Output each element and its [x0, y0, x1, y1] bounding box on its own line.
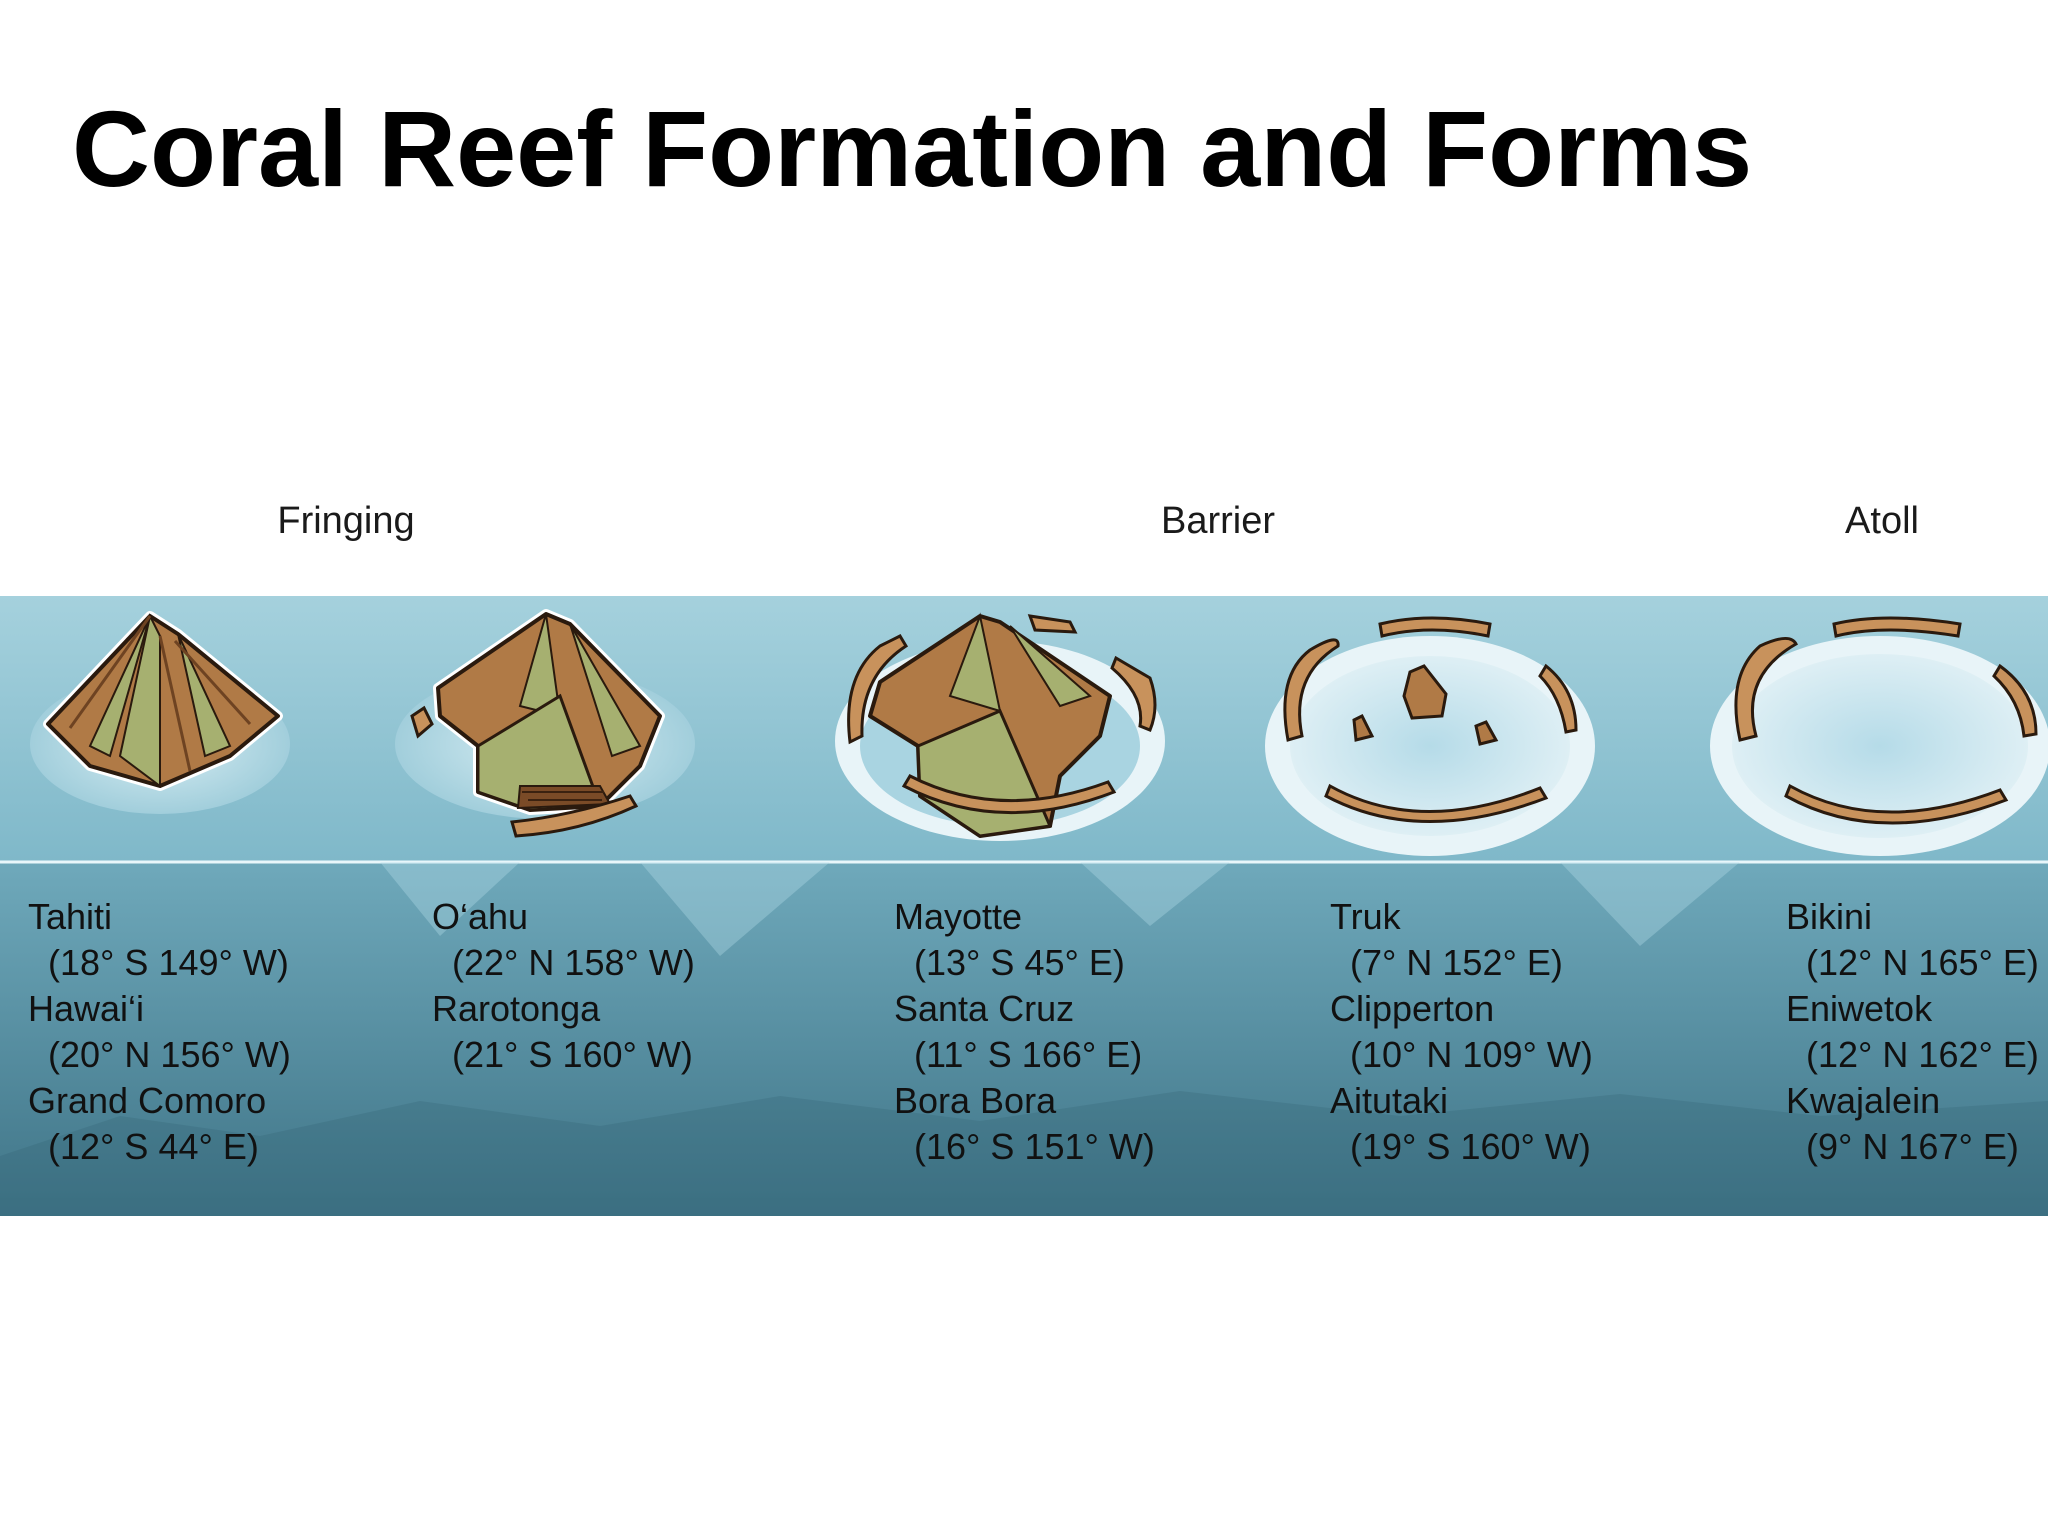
place-name: Mayotte [894, 896, 1023, 937]
barrier-reef-island-2 [1265, 616, 1595, 856]
examples-column-fringing-2: O‘ahu (22° N 158° W) Rarotonga (21° S 16… [432, 894, 695, 1078]
place-coordinates: (13° S 45° E) [914, 942, 1125, 983]
place-name: Bikini [1786, 896, 1873, 937]
place-name: Bora Bora [894, 1080, 1057, 1121]
example-item: Bora Bora (16° S 151° W) [894, 1078, 1155, 1170]
place-coordinates: (21° S 160° W) [452, 1034, 693, 1075]
place-name: Grand Comoro [28, 1080, 267, 1121]
place-coordinates: (16° S 151° W) [914, 1126, 1155, 1167]
fringing-reef-island-1 [30, 611, 290, 814]
category-label-atoll: Atoll [1845, 500, 1919, 542]
example-item: O‘ahu (22° N 158° W) [432, 894, 695, 986]
example-item: Grand Comoro (12° S 44° E) [28, 1078, 291, 1170]
fringing-reef-island-2 [395, 609, 695, 838]
example-item: Truk (7° N 152° E) [1330, 894, 1593, 986]
place-name: Clipperton [1330, 988, 1495, 1029]
example-item: Mayotte (13° S 45° E) [894, 894, 1155, 986]
sea-cross-section [0, 862, 2048, 1216]
place-coordinates: (7° N 152° E) [1350, 942, 1563, 983]
example-item: Tahiti (18° S 149° W) [28, 894, 291, 986]
examples-column-atoll: Bikini (12° N 165° E) Eniwetok (12° N 16… [1786, 894, 2039, 1170]
underwater-peaks [380, 862, 1740, 956]
place-name: Aitutaki [1330, 1080, 1449, 1121]
place-name: O‘ahu [432, 896, 529, 937]
examples-column-barrier-2: Truk (7° N 152° E) Clipperton (10° N 109… [1330, 894, 1593, 1170]
seafloor-silhouette [0, 1091, 2048, 1216]
place-coordinates: (12° N 165° E) [1806, 942, 2039, 983]
example-item: Rarotonga (21° S 160° W) [432, 986, 695, 1078]
place-coordinates: (9° N 167° E) [1806, 1126, 2019, 1167]
examples-column-fringing-1: Tahiti (18° S 149° W) Hawai‘i (20° N 156… [28, 894, 291, 1170]
place-name: Kwajalein [1786, 1080, 1941, 1121]
example-item: Bikini (12° N 165° E) [1786, 894, 2039, 986]
example-item: Clipperton (10° N 109° W) [1330, 986, 1593, 1078]
place-coordinates: (18° S 149° W) [48, 942, 289, 983]
reef-formation-diagram [0, 596, 2048, 1216]
category-label-barrier: Barrier [1160, 500, 1276, 542]
place-name: Eniwetok [1786, 988, 1933, 1029]
place-name: Rarotonga [432, 988, 601, 1029]
example-item: Aitutaki (19° S 160° W) [1330, 1078, 1593, 1170]
example-item: Hawai‘i (20° N 156° W) [28, 986, 291, 1078]
barrier-reef-island-1 [835, 612, 1165, 841]
place-name: Santa Cruz [894, 988, 1075, 1029]
slide-title: Coral Reef Formation and Forms [72, 88, 1753, 209]
example-item: Eniwetok (12° N 162° E) [1786, 986, 2039, 1078]
example-item: Santa Cruz (11° S 166° E) [894, 986, 1155, 1078]
place-coordinates: (10° N 109° W) [1350, 1034, 1593, 1075]
place-coordinates: (19° S 160° W) [1350, 1126, 1591, 1167]
example-item: Kwajalein (9° N 167° E) [1786, 1078, 2039, 1170]
place-coordinates: (20° N 156° W) [48, 1034, 291, 1075]
examples-column-barrier-1: Mayotte (13° S 45° E) Santa Cruz (11° S … [894, 894, 1155, 1170]
place-name: Tahiti [28, 896, 113, 937]
place-coordinates: (12° N 162° E) [1806, 1034, 2039, 1075]
atoll-reef [1710, 616, 2048, 856]
category-label-fringing: Fringing [277, 500, 415, 542]
place-coordinates: (11° S 166° E) [914, 1034, 1143, 1075]
place-name: Hawai‘i [28, 988, 145, 1029]
place-name: Truk [1330, 896, 1401, 937]
place-coordinates: (22° N 158° W) [452, 942, 695, 983]
place-coordinates: (12° S 44° E) [48, 1126, 259, 1167]
